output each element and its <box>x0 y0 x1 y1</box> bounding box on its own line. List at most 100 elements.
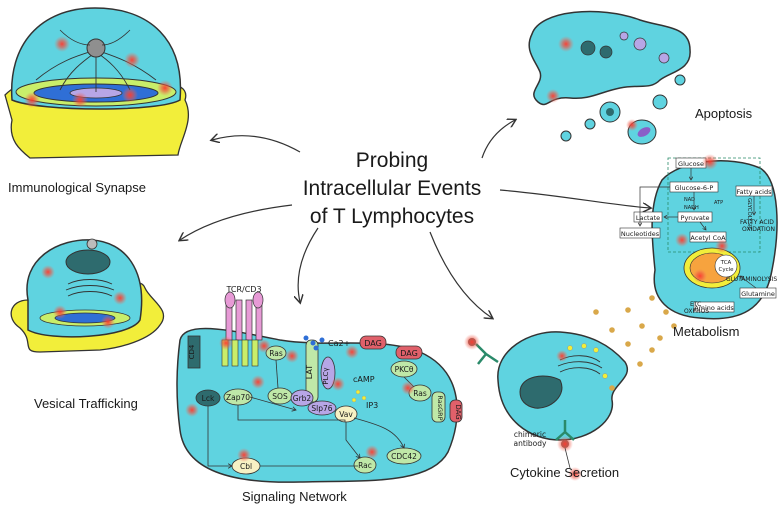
arrow-to-apoptosis <box>481 120 515 159</box>
probe-signal <box>157 80 173 96</box>
label-pkc: PKCθ <box>395 365 414 374</box>
cd4-receptor <box>187 335 201 369</box>
probe-signal <box>546 89 560 103</box>
probe-signal <box>41 265 55 279</box>
probe-signal <box>345 345 359 359</box>
probe-signal <box>251 375 265 389</box>
label-glutaminolysis: GLUTAMINOLYSIS <box>726 276 777 283</box>
probe-signal <box>557 436 573 452</box>
ca-ions <box>303 335 325 351</box>
label-ca: Ca2+ <box>328 339 350 348</box>
arrow-to-trafficking <box>180 204 293 240</box>
title-line-1: Probing <box>356 149 428 172</box>
arrow-to-cytokine <box>429 231 492 318</box>
label-fao-2: OXIDATION <box>742 226 775 233</box>
probe-signal <box>401 381 415 395</box>
probe-signal <box>124 52 140 68</box>
label-immunological-synapse: Immunological Synapse <box>8 180 146 195</box>
dag-node <box>449 399 463 423</box>
pathway-lines <box>207 359 415 466</box>
slp76-node <box>307 400 337 416</box>
apoptotic-body <box>560 130 572 142</box>
probe-signal <box>568 467 582 481</box>
title-line-3: of T Lymphocytes <box>310 205 474 228</box>
probe-signal <box>365 445 379 459</box>
label-tcr: TCR/CD3 <box>225 285 261 294</box>
nucleus <box>519 375 563 409</box>
panel-signaling-network: TCR/CD3 CD4 LAT Lck Zap70 Ras SOS Grb2 S… <box>176 285 463 504</box>
arrow-to-synapse <box>212 136 301 153</box>
panel-cytokine-secretion: chimeric antibody Cytokine Secretion <box>464 295 677 481</box>
connector-arrows <box>180 120 650 318</box>
apoptotic-cell <box>528 10 691 106</box>
label-slp76: Slp76 <box>311 404 332 413</box>
mtoc <box>86 238 98 250</box>
probe-signal <box>331 377 345 391</box>
label-amino-acids: Amino acids <box>694 304 734 312</box>
probe-signal <box>626 119 638 131</box>
label-dag-3: DAG <box>454 404 462 419</box>
apoptotic-body <box>674 74 686 86</box>
label-chimeric-1: chimeric <box>514 430 546 439</box>
probe-signal <box>24 92 40 108</box>
label-signaling-network: Signaling Network <box>242 489 347 504</box>
label-dag-2: DAG <box>400 349 418 358</box>
nucleus <box>65 249 111 275</box>
rac-node <box>353 456 377 474</box>
label-atp: ATP <box>714 200 723 206</box>
label-glucose: Glucose <box>678 160 704 168</box>
label-vav: Vav <box>339 410 353 419</box>
tca-cycle <box>714 254 738 278</box>
microtubules <box>35 49 157 92</box>
label-fatty-acids: Fatty acids <box>736 188 772 196</box>
label-etc-1: ETC <box>690 301 701 308</box>
cytokines <box>593 295 677 391</box>
metabolic-pathway: Glucose Glucose-6-P Pyruvate Lactate Ace… <box>619 157 777 313</box>
probe-signal <box>693 269 707 283</box>
t-cell-body <box>497 331 628 441</box>
dag-node <box>395 345 423 360</box>
label-rasgrp: RasGRP <box>436 395 444 420</box>
probe-signal <box>715 239 729 253</box>
label-cytokine-secretion: Cytokine Secretion <box>510 465 619 480</box>
center-title: Probing Intracellular Events of T Lympho… <box>303 149 482 228</box>
panel-immunological-synapse: Immunological Synapse <box>4 7 190 195</box>
probe-signal <box>702 154 718 170</box>
golgi <box>65 279 115 297</box>
probe-signal <box>185 403 199 417</box>
probe-signal <box>54 36 70 52</box>
apoptotic-body <box>652 94 668 110</box>
label-lck: Lck <box>202 394 215 403</box>
probe-signal <box>72 92 88 108</box>
label-ras-1: Ras <box>269 349 283 358</box>
vesicles <box>567 343 608 379</box>
label-fao-1: FATTY ACID <box>740 219 774 226</box>
label-glycolysis: GLYCOLYSIS <box>746 198 752 231</box>
tcr-cd3-receptor <box>221 291 264 367</box>
label-lactate: Lactate <box>636 214 660 222</box>
probe-signal <box>113 291 127 305</box>
label-chimeric-2: antibody <box>514 439 547 448</box>
plcg-node <box>320 356 336 390</box>
probe-signal <box>122 87 138 103</box>
label-dag-1: DAG <box>364 339 382 348</box>
label-zap70: Zap70 <box>226 393 250 402</box>
probe-signal <box>675 233 689 247</box>
panel-metabolism: Glucose Glucose-6-P Pyruvate Lactate Ace… <box>619 154 778 339</box>
probe-signal <box>285 349 299 363</box>
probe-signal <box>237 448 251 462</box>
label-ip3: IP3 <box>366 401 378 410</box>
label-cdc42: CDC42 <box>391 452 417 461</box>
label-lat: LAT <box>305 365 314 379</box>
panel-apoptosis: Apoptosis <box>528 10 753 145</box>
title-line-2: Intracellular Events <box>303 177 482 200</box>
label-acetyl: Acetyl CoA <box>690 234 726 242</box>
label-metabolism: Metabolism <box>673 324 739 339</box>
chimeric-antibody <box>475 343 575 441</box>
probe-signal <box>219 336 233 350</box>
label-tca-2: Cycle <box>718 267 734 273</box>
label-camp: cAMP <box>353 375 375 384</box>
probe-signal <box>464 334 480 350</box>
label-pyruvate: Pyruvate <box>681 214 710 222</box>
grb2-node <box>290 389 314 407</box>
